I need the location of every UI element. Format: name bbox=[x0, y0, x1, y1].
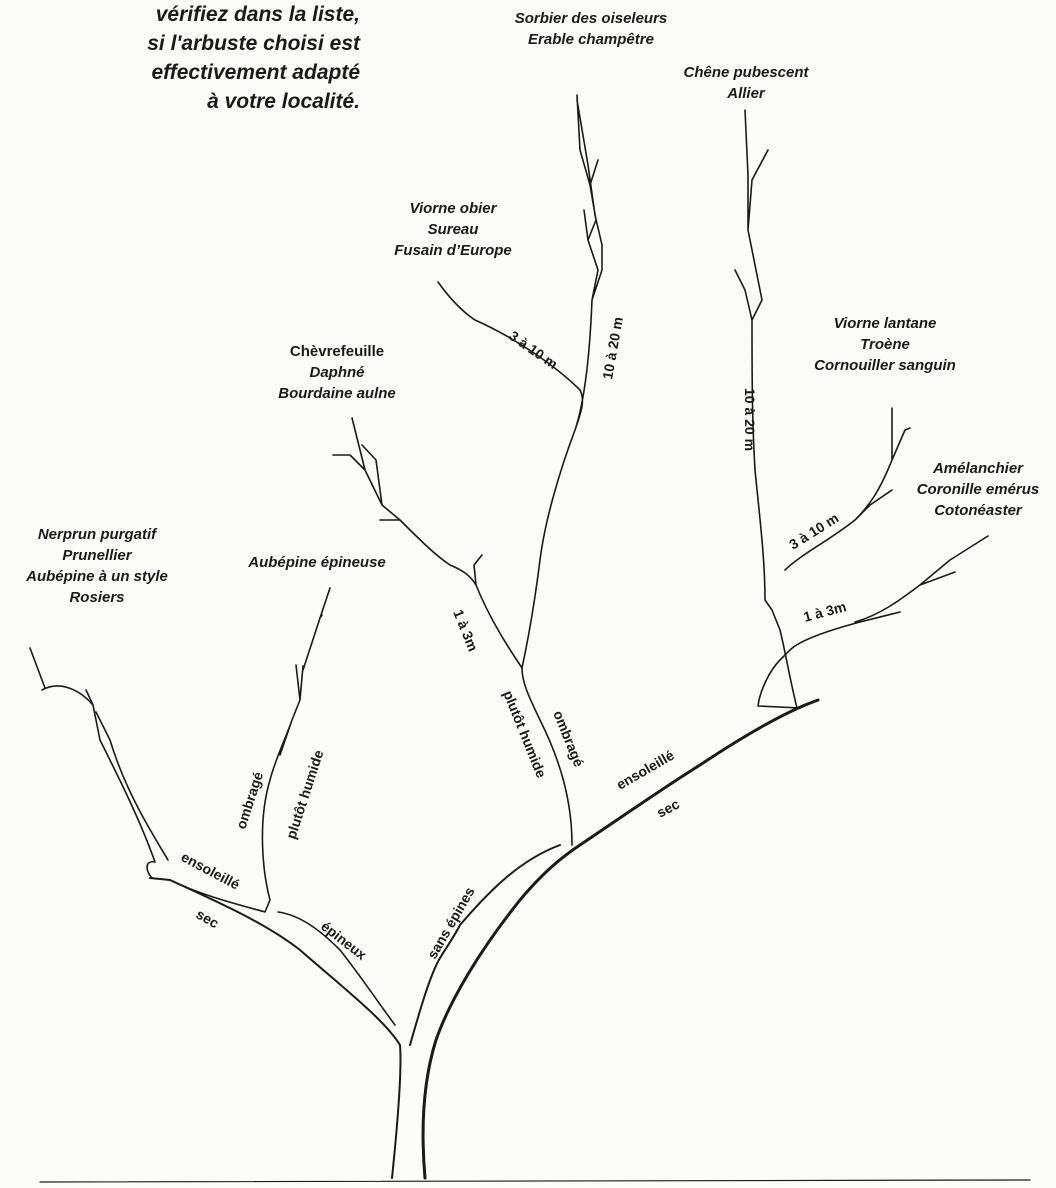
label-ombrage-center: ombragé bbox=[550, 708, 587, 769]
species-line: Daphné bbox=[278, 362, 396, 383]
label-plutot-humide-left: plutôt humide bbox=[283, 748, 327, 841]
species-chene: Chêne pubescent Allier bbox=[683, 62, 808, 104]
label-height-1-3-right: 1 à 3m bbox=[802, 598, 848, 625]
label-height-10-20-right: 10 à 20 m bbox=[742, 388, 758, 451]
species-viorne-obier: Viorne obier Sureau Fusain d’Europe bbox=[394, 198, 512, 261]
label-height-1-3-center: 1 à 3m bbox=[450, 607, 481, 653]
species-line: Aubépine à un style bbox=[26, 566, 168, 587]
species-line: Cotonéaster bbox=[917, 500, 1040, 521]
species-line: Fusain d’Europe bbox=[394, 240, 512, 261]
species-nerprun: Nerprun purgatif Prunellier Aubépine à u… bbox=[26, 524, 168, 608]
species-line: Aubépine épineuse bbox=[248, 552, 386, 573]
species-line: Erable champêtre bbox=[515, 29, 668, 50]
species-sorbier: Sorbier des oiseleurs Erable champêtre bbox=[515, 8, 668, 50]
species-line: Prunellier bbox=[26, 545, 168, 566]
species-line: Chèvrefeuille bbox=[278, 341, 396, 362]
species-line: Sorbier des oiseleurs bbox=[515, 8, 668, 29]
species-amelanchier: Amélanchier Coronille emérus Cotonéaster bbox=[917, 458, 1040, 521]
ground-line bbox=[40, 1180, 1030, 1182]
label-height-3-10-center: 3 à 10 m bbox=[506, 327, 560, 372]
label-ensoleille-left: ensoleillé bbox=[179, 849, 243, 893]
left-branch bbox=[30, 588, 395, 1025]
species-line: Troène bbox=[814, 334, 956, 355]
species-aubepine: Aubépine épineuse bbox=[248, 552, 386, 573]
species-line: Rosiers bbox=[26, 587, 168, 608]
species-line: Amélanchier bbox=[917, 458, 1040, 479]
label-height-10-20-center: 10 à 20 m bbox=[599, 316, 626, 381]
species-line: Cornouiller sanguin bbox=[814, 355, 956, 376]
species-viorne-lantane: Viorne lantane Troène Cornouiller sangui… bbox=[814, 313, 956, 376]
species-line: Nerprun purgatif bbox=[26, 524, 168, 545]
label-sans-epines: sans épines bbox=[424, 884, 478, 962]
species-line: Coronille emérus bbox=[917, 479, 1040, 500]
right-branch bbox=[735, 110, 988, 708]
label-sec-left: sec bbox=[194, 906, 222, 932]
label-ombrage-left: ombragé bbox=[233, 770, 267, 831]
label-sec-right: sec bbox=[654, 795, 682, 820]
species-line: Viorne lantane bbox=[814, 313, 956, 334]
label-height-3-10-right: 3 à 10 m bbox=[786, 510, 841, 553]
species-line: Allier bbox=[683, 83, 808, 104]
species-line: Chêne pubescent bbox=[683, 62, 808, 83]
label-plutot-humide-center: plutôt humide bbox=[500, 688, 550, 780]
species-line: Bourdaine aulne bbox=[278, 383, 396, 404]
species-line: Sureau bbox=[394, 219, 512, 240]
species-line: Viorne obier bbox=[394, 198, 512, 219]
species-chevrefeuille: Chèvrefeuille Daphné Bourdaine aulne bbox=[278, 341, 396, 404]
